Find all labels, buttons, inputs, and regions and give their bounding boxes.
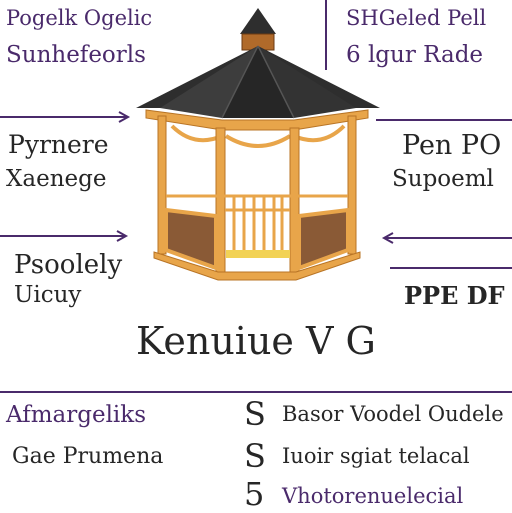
label-bottom-right-1: Basor Voodel Oudele (282, 402, 504, 426)
arrowhead-mid-left (116, 230, 129, 242)
roof-beam (145, 109, 369, 131)
label-bottom-left-1: Afmargeliks (6, 402, 147, 428)
marker-3: 5 (244, 475, 265, 513)
label-low-left-1: Psoolely (14, 250, 123, 280)
label-top-right-2: 6 lgur Rade (346, 42, 484, 68)
label-low-left-2: Uicuy (14, 282, 82, 308)
label-mid-right-1: Pen PO (402, 130, 502, 161)
panel-right (297, 207, 350, 271)
center-title: Kenuiue V G (136, 319, 376, 363)
arrowhead-top-left (118, 111, 131, 123)
cupola-roof (240, 8, 276, 34)
marker-1: S (244, 395, 266, 433)
label-mid-right-2: Supoeml (392, 166, 494, 192)
back-railing (166, 194, 348, 258)
arrowhead-mid-right (381, 232, 394, 244)
label-mid-left-2: Xaenege (6, 166, 107, 192)
label-mid-left-1: Pyrnere (8, 130, 109, 159)
label-bottom-right-2: Iuoir sgiat telacal (282, 444, 470, 468)
label-top-left-1: Pogelk Ogelic (6, 6, 153, 30)
roof-front-face (222, 46, 294, 118)
label-bottom-left-2: Gae Prumena (12, 444, 164, 469)
label-bottom-right-3: Vhotorenuelecial (282, 484, 464, 508)
label-top-right-1: SHGeled Pell (346, 6, 487, 30)
floor-deck (153, 251, 361, 281)
label-top-left-2: Sunhefeorls (6, 42, 146, 68)
floor-highlight (226, 250, 290, 258)
panel-left (164, 207, 218, 271)
label-low-right: PPE DF (404, 281, 505, 310)
marker-2: S (244, 437, 266, 475)
roof-left-face (160, 46, 258, 118)
gazebo-illustration (136, 8, 380, 281)
roof-right-face (258, 46, 356, 118)
